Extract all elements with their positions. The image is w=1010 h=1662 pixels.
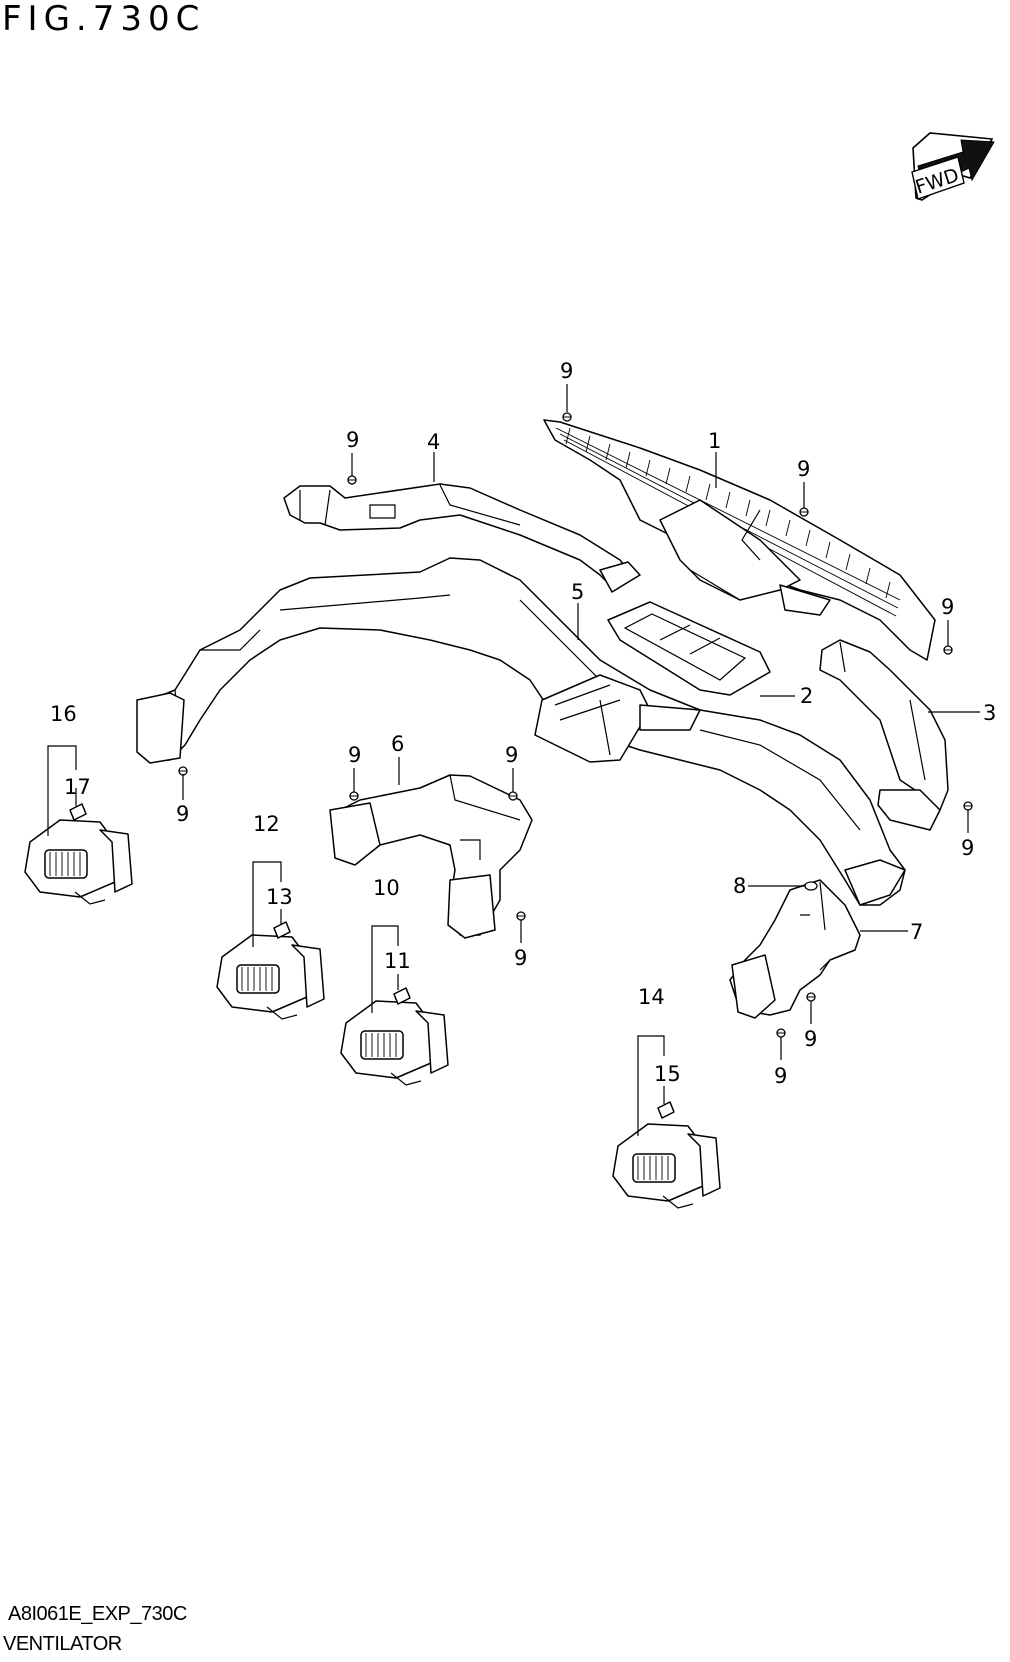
callout-9: 9	[804, 1027, 817, 1051]
fwd-arrow-icon: FWD	[911, 132, 995, 201]
grommet-8	[804, 881, 818, 891]
callout-7: 7	[910, 920, 923, 944]
callout-3: 3	[983, 701, 996, 725]
screw-icon	[562, 412, 572, 422]
leader-lines	[47, 384, 980, 1136]
clip-icon	[657, 1101, 675, 1119]
callout-9: 9	[348, 743, 361, 767]
screw-icon	[516, 911, 526, 921]
callout-17: 17	[64, 775, 91, 799]
screw-icon	[347, 475, 357, 485]
right-side-duct	[819, 639, 949, 831]
callout-4: 4	[427, 430, 440, 454]
callout-12: 12	[253, 812, 280, 836]
callout-9: 9	[346, 428, 359, 452]
center-grille-panel	[607, 601, 771, 731]
vent-louver-12	[216, 934, 325, 1020]
callout-9: 9	[514, 946, 527, 970]
callout-8: 8	[733, 874, 746, 898]
callout-14: 14	[638, 985, 665, 1009]
screw-icon	[943, 645, 953, 655]
screw-icon	[178, 766, 188, 776]
clip-icon	[273, 921, 291, 939]
callout-9: 9	[941, 595, 954, 619]
screw-icon	[799, 507, 809, 517]
screw-icon	[349, 791, 359, 801]
callout-5: 5	[571, 580, 584, 604]
section-name: VENTILATOR	[3, 1633, 122, 1655]
callout-9: 9	[176, 802, 189, 826]
callout-11: 11	[384, 949, 411, 973]
screw-icon	[508, 791, 518, 801]
right-lower-duct	[729, 879, 861, 1019]
vent-louver-16	[24, 819, 133, 905]
upper-left-duct	[283, 483, 641, 593]
callout-6: 6	[391, 732, 404, 756]
callout-9: 9	[797, 457, 810, 481]
screw-icon	[776, 1028, 786, 1038]
screw-icon	[806, 992, 816, 1002]
callout-9: 9	[505, 743, 518, 767]
callout-15: 15	[654, 1062, 681, 1086]
callout-10: 10	[373, 876, 400, 900]
callout-1: 1	[708, 429, 721, 453]
drawing-code: A8I061E_EXP_730C	[8, 1603, 187, 1625]
callout-9: 9	[560, 359, 573, 383]
lower-center-duct	[329, 774, 533, 939]
callout-13: 13	[266, 885, 293, 909]
center-main-duct	[136, 557, 906, 906]
vent-louver-14	[612, 1123, 721, 1209]
callout-2: 2	[800, 684, 813, 708]
screw-icon	[963, 801, 973, 811]
clip-icon	[69, 803, 87, 821]
clip-icon	[393, 987, 411, 1005]
figure-title: FIG.730C	[2, 0, 206, 39]
defroster-nozzle	[543, 419, 936, 661]
callout-16: 16	[50, 702, 77, 726]
vent-louver-10	[340, 1000, 449, 1086]
callout-9: 9	[774, 1064, 787, 1088]
callout-9: 9	[961, 836, 974, 860]
